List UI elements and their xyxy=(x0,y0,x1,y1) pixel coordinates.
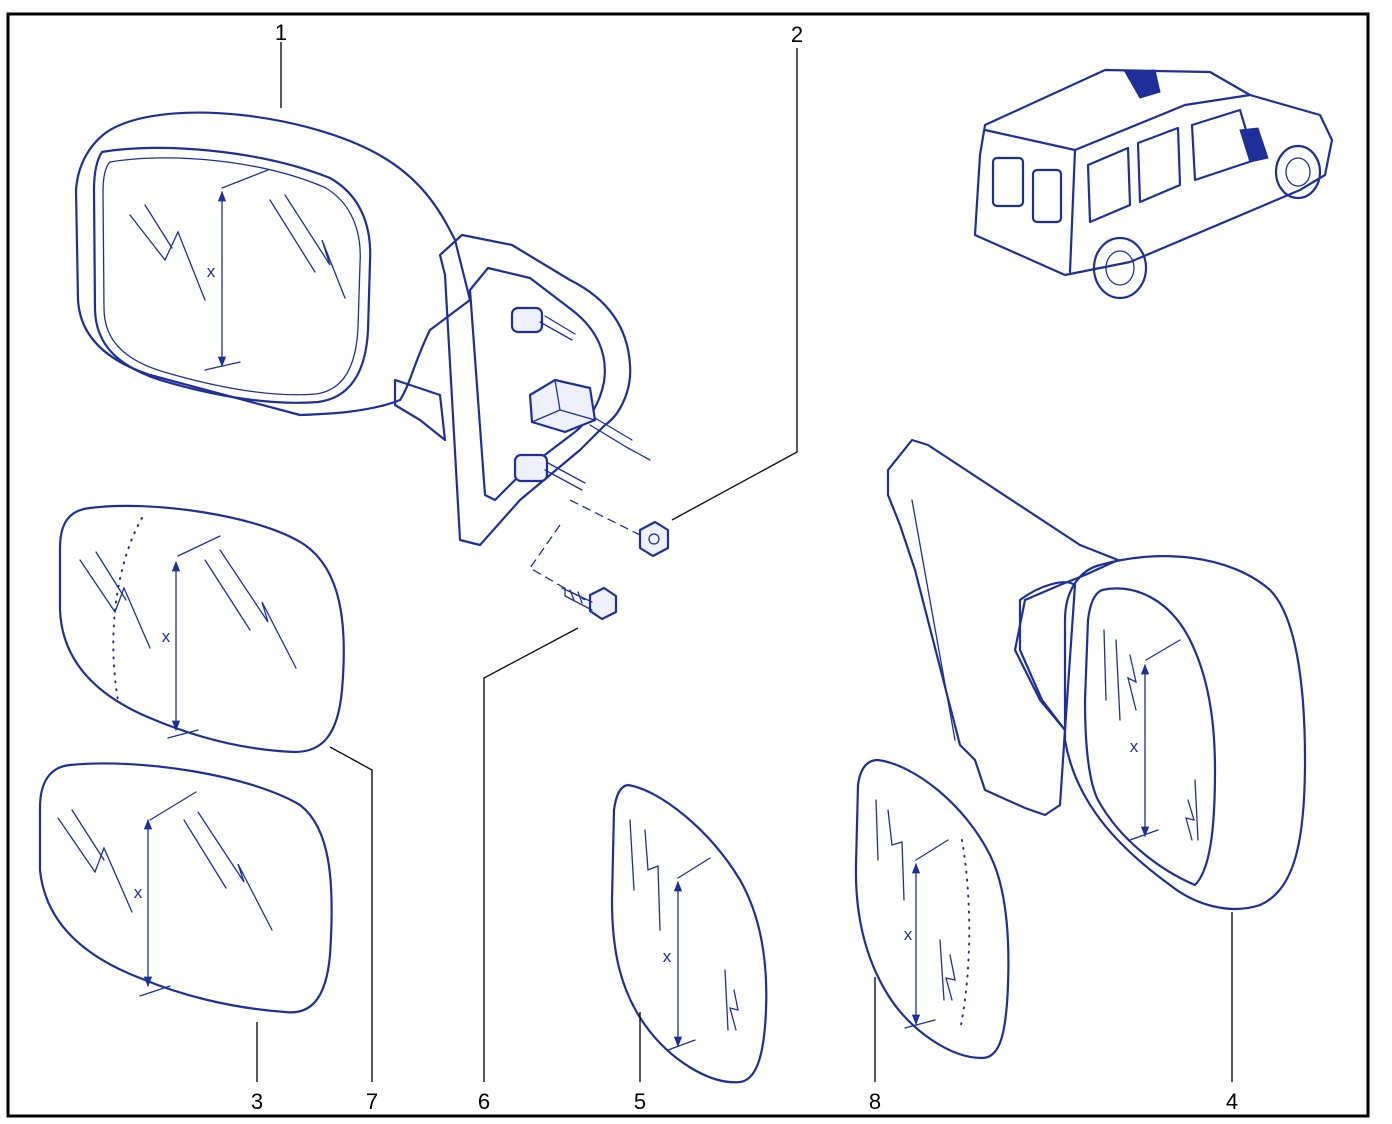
mirror-assembly-left: x xyxy=(74,111,651,547)
callout-7: 7 xyxy=(366,1089,378,1114)
mirror-assembly-right: x xyxy=(886,438,1307,911)
callout-2: 2 xyxy=(791,22,803,47)
dimension-label-x: x xyxy=(134,883,143,902)
callout-3: 3 xyxy=(251,1089,263,1114)
mounting-fasteners xyxy=(529,499,670,621)
dimension-label-x: x xyxy=(162,627,171,646)
dimension-label-x: x xyxy=(207,262,216,281)
callout-8: 8 xyxy=(869,1089,881,1114)
dimension-label-x: x xyxy=(663,947,672,966)
diagram-frame xyxy=(6,12,1370,1118)
mirror-glass-left: x xyxy=(38,762,333,1014)
mirror-glass-right: x xyxy=(610,783,768,1084)
callout-5: 5 xyxy=(634,1089,646,1114)
dimension-label-x: x xyxy=(1130,737,1139,756)
callout-1: 1 xyxy=(275,20,287,45)
callout-6: 6 xyxy=(478,1089,490,1114)
dimension-label-x: x xyxy=(904,925,913,944)
vehicle-illustration xyxy=(973,68,1334,300)
heated-mirror-glass-right: x xyxy=(854,758,1010,1060)
leader-lines xyxy=(256,42,1233,1082)
callout-numbers: 1 2 3 7 6 5 8 4 xyxy=(251,20,1238,1114)
heated-mirror-glass-left: x xyxy=(58,504,345,754)
callout-4: 4 xyxy=(1226,1089,1238,1114)
